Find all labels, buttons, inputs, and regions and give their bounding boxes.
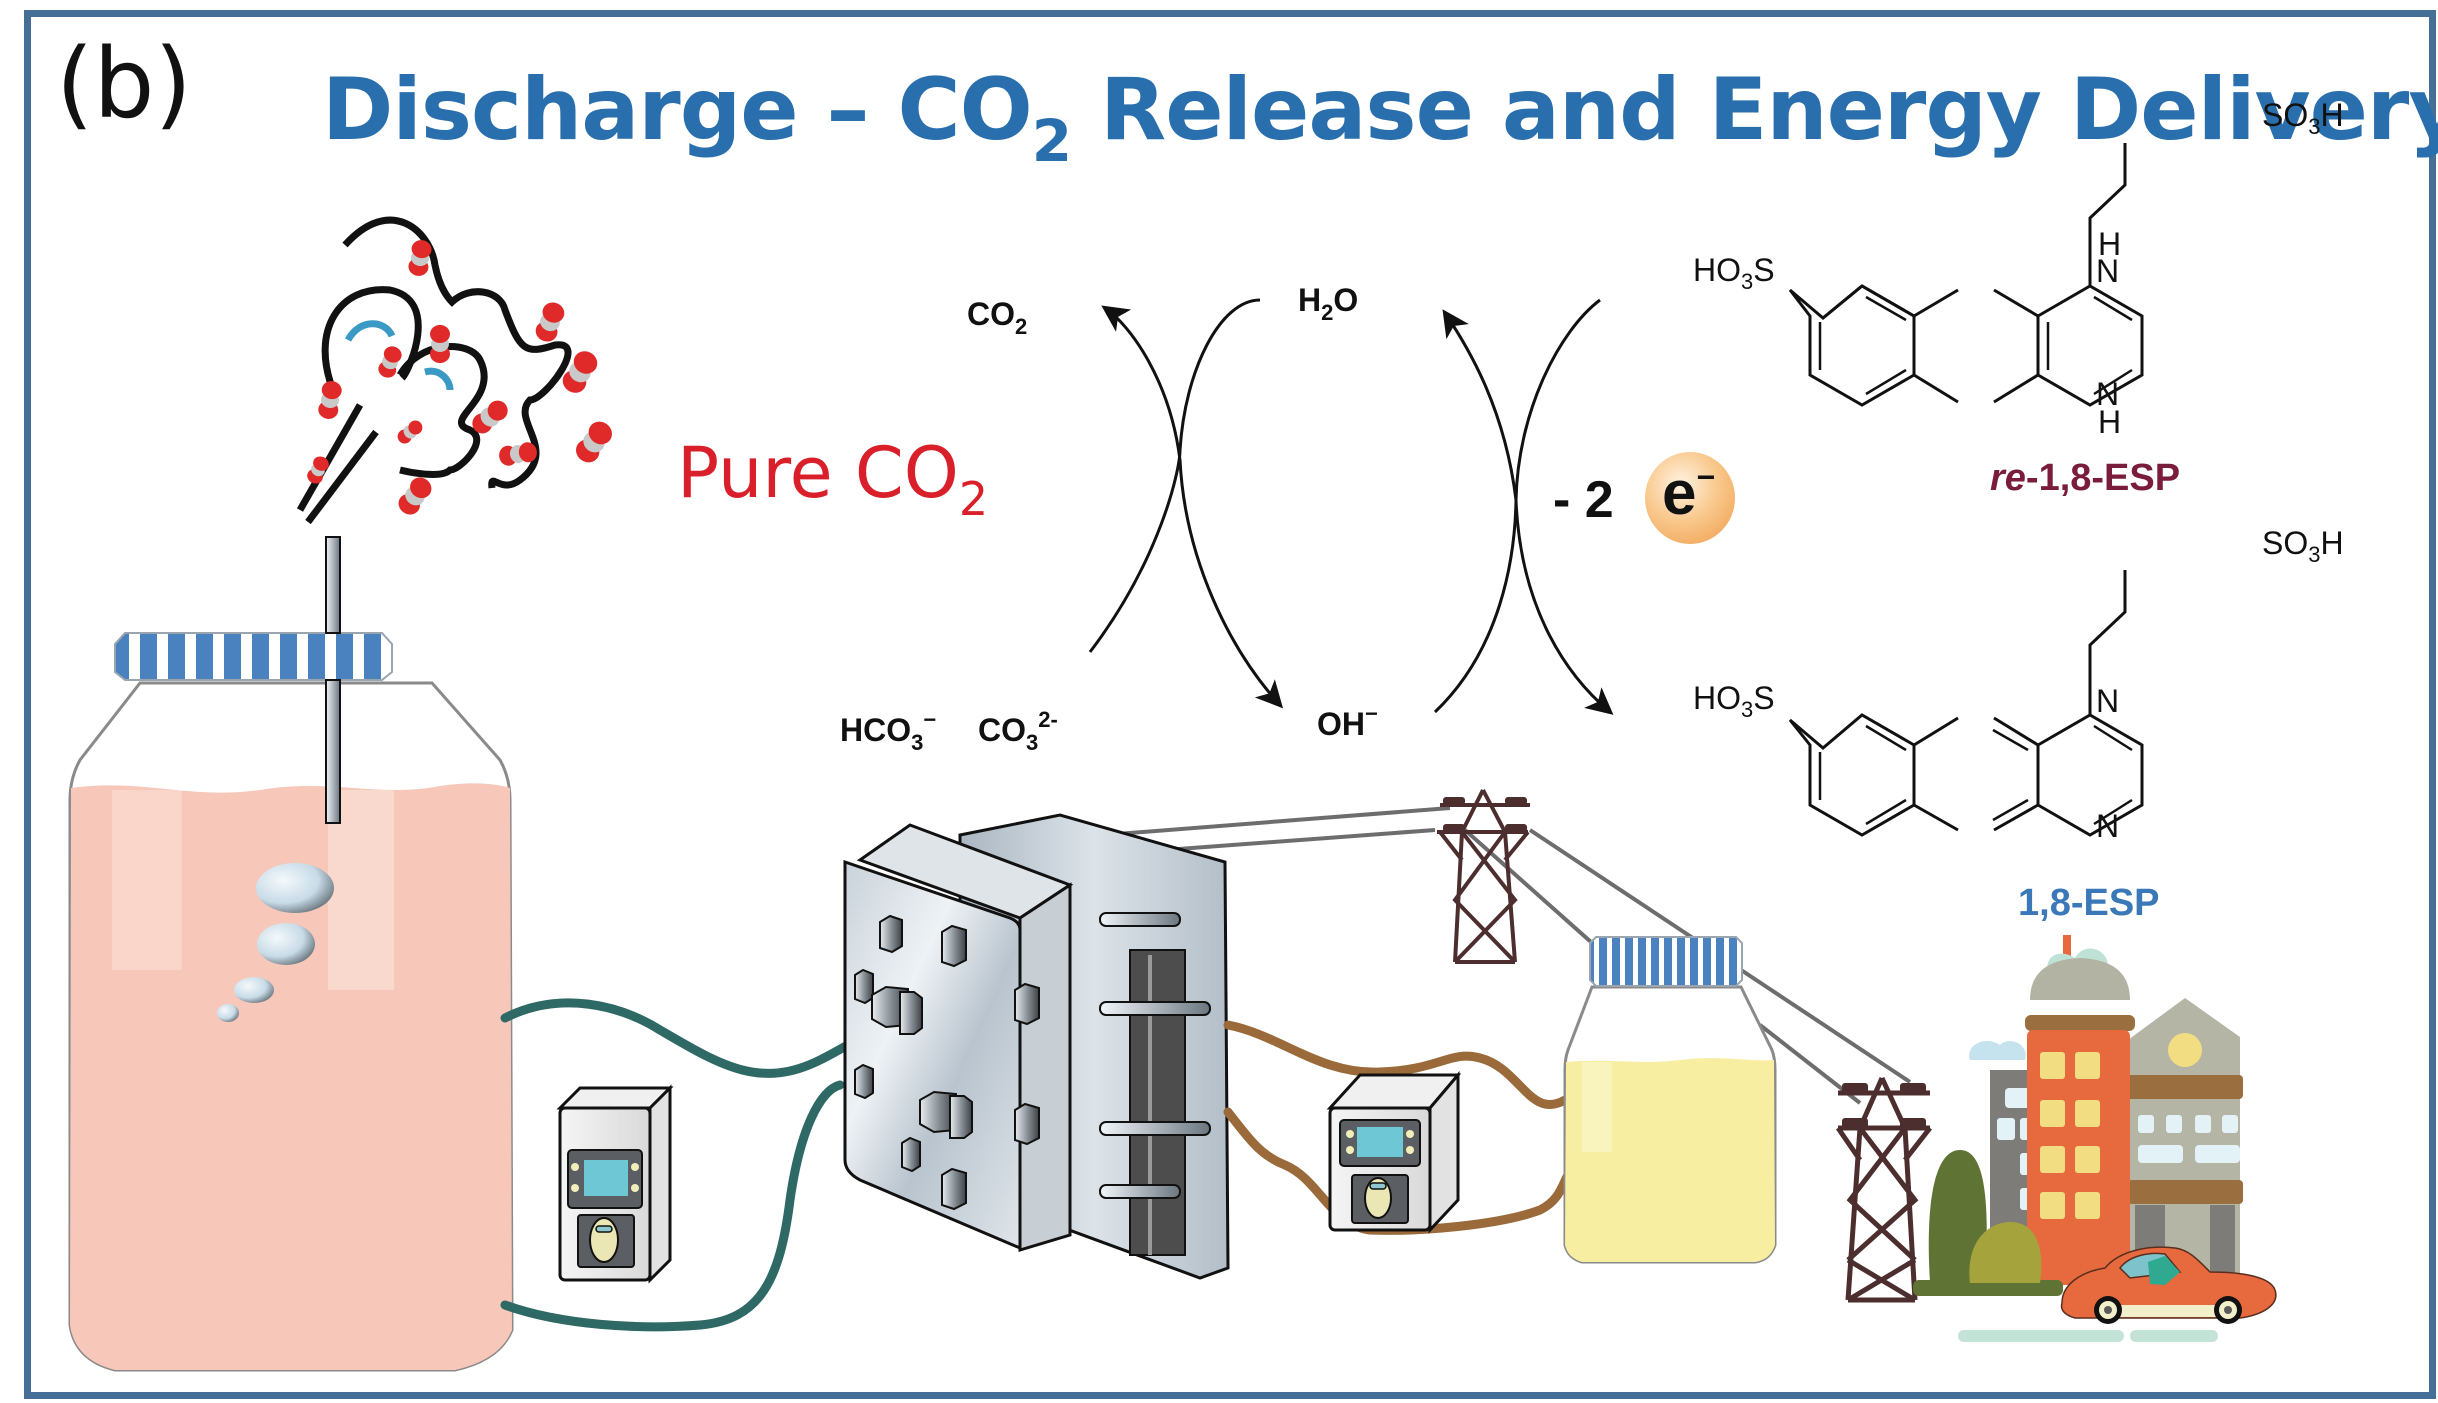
gas-outlet-tube [325,536,341,634]
ho3s-text: HO [1693,680,1741,716]
co3-text: CO [978,712,1026,748]
jar-cap [1589,936,1743,987]
so3h-text: SO [2262,525,2309,561]
bubble-icon [217,1004,239,1022]
ho3s-text: HO [1693,252,1741,288]
transmission-tower-icon [1437,789,1530,964]
so3h-text: SO [2262,97,2309,133]
so3h-subscript: 3 [2308,114,2321,139]
co2-swirl-icons [344,320,454,391]
oxidized-molecule-name: 1,8-ESP [2018,882,2160,924]
reduced-h-bottom: H [2098,404,2122,440]
h2o-text: H [1298,282,1322,318]
reduced-h-top: H [2098,226,2122,262]
oh-text: OH [1317,706,1365,742]
pure-co2-subscript: 2 [958,472,989,526]
co2-text: CO [967,296,1015,332]
oxidized-so3h-group: SO3H [2262,525,2344,566]
peristaltic-pump-left [556,1084,674,1284]
transmission-tower-icon [1835,1076,1932,1303]
co3-charge: 2- [1038,707,1058,732]
cycle-label-hydroxide: OH− [1317,703,1378,743]
reduced-ho3s-group: HO3S [1693,252,1775,293]
co2-subscript: 2 [1015,314,1028,339]
electron-symbol: e− [1662,458,1715,529]
title-text: Discharge – CO [322,60,1033,160]
city-scene-icon [1913,935,2277,1342]
cycle-label-co2: CO2 [967,296,1027,338]
h2o-text-rest: O [1333,282,1359,318]
gas-cloud-icon [296,216,572,525]
hco3-charge: − [923,707,937,732]
reduced-name-prefix: re [1990,457,2026,499]
reduced-so3h-group: SO3H [2262,97,2344,138]
cycle-label-h2o: H2O [1298,282,1359,324]
title-subscript: 2 [1031,107,1072,175]
ho3s-text-rest: S [1753,680,1775,716]
reduced-molecule-structure [1788,143,2144,407]
so3h-text-rest: H [2320,525,2344,561]
bubble-icon [256,863,334,913]
ho3s-subscript: 3 [1741,269,1754,294]
electron-letter: e [1662,459,1697,528]
oxidized-molecule-structure [1788,570,2144,837]
reduced-name-rest: -1,8-ESP [2025,457,2181,499]
pure-co2-text: Pure CO [677,432,959,514]
so3h-text-rest: H [2320,97,2344,133]
bubble-icon [257,923,315,965]
cycle-label-carbonate: CO32- [978,709,1058,754]
bubble-icon [234,977,274,1003]
title-text-rest: Release and Energy Delivery [1071,60,2438,160]
ho3s-text-rest: S [1753,252,1775,288]
electron-charge: − [1696,459,1716,495]
oxidized-n-top: N [2096,683,2120,719]
reduced-n-top: N [2096,253,2120,289]
capture-solution-jar [68,536,514,1372]
reduced-n-bottom: N [2096,376,2120,412]
pure-co2-label: Pure CO2 [677,432,988,522]
peristaltic-pump-right [1326,1070,1462,1234]
electron-count: - 2 [1553,471,1614,529]
jar-cap [114,632,393,681]
ho3s-subscript: 3 [1741,697,1754,722]
figure-title: Discharge – CO2 Release and Energy Deliv… [322,60,2438,170]
cycle-label-bicarbonate: HCO3− [840,709,936,754]
hco3-subscript: 3 [911,730,924,755]
reaction-cycle-arrows [1088,298,1614,715]
oh-charge: − [1365,701,1378,726]
fitting-icons [871,985,973,1139]
reduced-molecule-name: re-1,8-ESP [1990,457,2180,500]
so3h-subscript: 3 [2308,542,2321,567]
esp-electrolyte-jar [1563,936,1777,1264]
bolt-icons [854,914,1040,1211]
electron-icon [1645,452,1735,544]
co3-subscript: 3 [1026,730,1039,755]
oxidized-n-bottom: N [2096,808,2120,844]
co2-molecule-icons [307,240,612,515]
panel-label: (b) [56,28,192,140]
h2o-subscript: 2 [1321,300,1334,325]
hco3-text: HCO [840,712,912,748]
oxidized-ho3s-group: HO3S [1693,680,1775,721]
flow-cell-stack [843,813,1230,1280]
figure-frame [24,10,2436,1399]
